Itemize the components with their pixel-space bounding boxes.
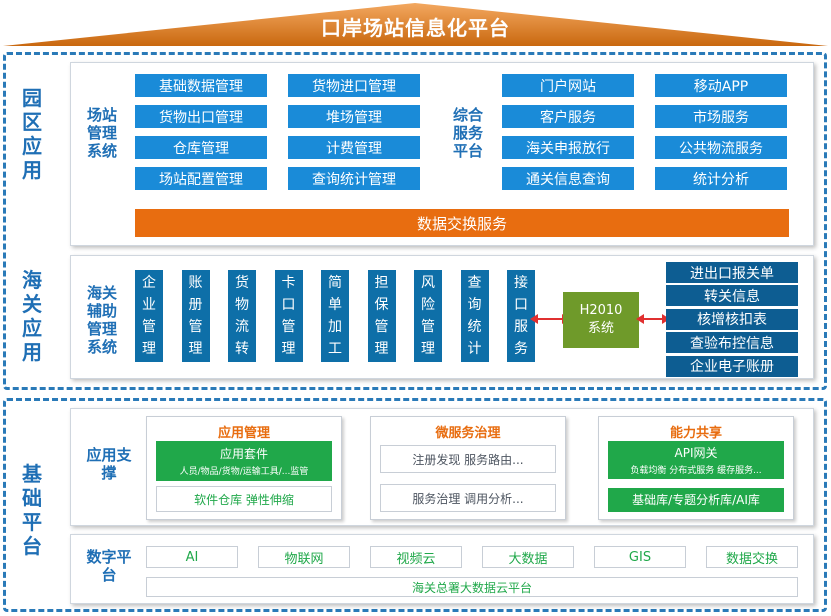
digital-item[interactable]: 大数据 bbox=[482, 546, 574, 568]
station-mgmt-item[interactable]: 堆场管理 bbox=[288, 105, 420, 128]
customs-data-item[interactable]: 核增核扣表 bbox=[666, 308, 798, 330]
comprehensive-item[interactable]: 市场服务 bbox=[655, 105, 787, 128]
app-suite-title: 应用套件 bbox=[219, 447, 268, 461]
digital-item[interactable]: 物联网 bbox=[258, 546, 350, 568]
app-suite-sub: 人员/物品/货物/运输工具/...监管 bbox=[179, 467, 309, 477]
cloud-platform-bar[interactable]: 海关总署大数据云平台 bbox=[146, 577, 798, 597]
digital-label: 数字平台 bbox=[86, 548, 132, 584]
arrow-left bbox=[534, 318, 562, 320]
app-mgmt-title: 应用管理 bbox=[217, 426, 270, 441]
comprehensive-item[interactable]: 海关申报放行 bbox=[502, 136, 634, 159]
customs-module[interactable]: 企业管理 bbox=[135, 270, 163, 362]
api-gateway-sub: 负载均衡 分布式服务 缓存服务... bbox=[630, 466, 762, 476]
station-mgmt-item[interactable]: 场站配置管理 bbox=[135, 167, 267, 190]
comprehensive-item[interactable]: 客户服务 bbox=[502, 105, 634, 128]
service-governance-box[interactable]: 服务治理 调用分析... bbox=[380, 484, 556, 512]
station-mgmt-label: 场站管理系统 bbox=[86, 106, 117, 160]
arrow-right bbox=[640, 318, 666, 320]
customs-data-item[interactable]: 查验布控信息 bbox=[666, 332, 798, 354]
customs-module[interactable]: 接口服务 bbox=[507, 270, 535, 362]
comprehensive-item[interactable]: 移动APP bbox=[655, 74, 787, 97]
page-title: 口岸场站信息化平台 bbox=[321, 16, 510, 40]
api-gateway-title: API网关 bbox=[674, 446, 718, 460]
customs-module[interactable]: 简单加工 bbox=[321, 270, 349, 362]
station-mgmt-item[interactable]: 货物出口管理 bbox=[135, 105, 267, 128]
software-repo-box[interactable]: 软件仓库 弹性伸缩 bbox=[156, 486, 332, 512]
digital-item[interactable]: GIS bbox=[594, 546, 686, 568]
microservice-title: 微服务治理 bbox=[435, 426, 501, 441]
station-mgmt-item[interactable]: 基础数据管理 bbox=[135, 74, 267, 97]
digital-item[interactable]: 数据交换 bbox=[706, 546, 798, 568]
libraries-box[interactable]: 基础库/专题分析库/AI库 bbox=[608, 488, 784, 512]
customs-module[interactable]: 担保管理 bbox=[367, 270, 396, 362]
top-dashed-frame bbox=[3, 52, 827, 390]
station-mgmt-item[interactable]: 仓库管理 bbox=[135, 136, 267, 159]
station-mgmt-item[interactable]: 货物进口管理 bbox=[288, 74, 420, 97]
base-label: 基础平台 bbox=[22, 462, 42, 558]
service-registry-box[interactable]: 注册发现 服务路由... bbox=[380, 445, 556, 473]
data-exchange-bar[interactable]: 数据交换服务 bbox=[135, 209, 789, 237]
comprehensive-item[interactable]: 门户网站 bbox=[502, 74, 634, 97]
comprehensive-item[interactable]: 通关信息查询 bbox=[502, 167, 634, 190]
roof-banner bbox=[3, 3, 828, 46]
app-suite-box[interactable]: 应用套件 人员/物品/货物/运输工具/...监管 bbox=[156, 441, 332, 481]
station-mgmt-item[interactable]: 计费管理 bbox=[288, 136, 420, 159]
base-dashed-frame bbox=[3, 398, 827, 612]
api-gateway-box[interactable]: API网关 负载均衡 分布式服务 缓存服务... bbox=[608, 441, 784, 479]
yuanqu-label: 园区应用 bbox=[22, 86, 42, 182]
digital-item[interactable]: 视频云 bbox=[370, 546, 462, 568]
comprehensive-item[interactable]: 公共物流服务 bbox=[655, 136, 787, 159]
customs-data-item[interactable]: 进出口报关单 bbox=[666, 262, 798, 283]
customs-data-item[interactable]: 企业电子账册 bbox=[666, 355, 798, 377]
ability-share-title: 能力共享 bbox=[669, 426, 722, 441]
haiguan-label: 海关应用 bbox=[22, 268, 42, 364]
customs-module[interactable]: 查询统计 bbox=[460, 270, 489, 362]
customs-module[interactable]: 卡口管理 bbox=[274, 270, 303, 362]
customs-module[interactable]: 风险管理 bbox=[414, 270, 442, 362]
customs-assist-label: 海关辅助管理系统 bbox=[86, 284, 117, 356]
customs-module[interactable]: 货物流转 bbox=[228, 270, 256, 362]
comprehensive-item[interactable]: 统计分析 bbox=[655, 167, 787, 190]
customs-module[interactable]: 账册管理 bbox=[181, 270, 210, 362]
customs-data-item[interactable]: 转关信息 bbox=[666, 285, 798, 307]
station-mgmt-item[interactable]: 查询统计管理 bbox=[288, 167, 420, 190]
app-support-label: 应用支撑 bbox=[86, 446, 132, 482]
digital-item[interactable]: AI bbox=[146, 546, 238, 568]
arrowheads-right bbox=[636, 314, 670, 324]
comprehensive-label: 综合服务平台 bbox=[452, 106, 483, 160]
